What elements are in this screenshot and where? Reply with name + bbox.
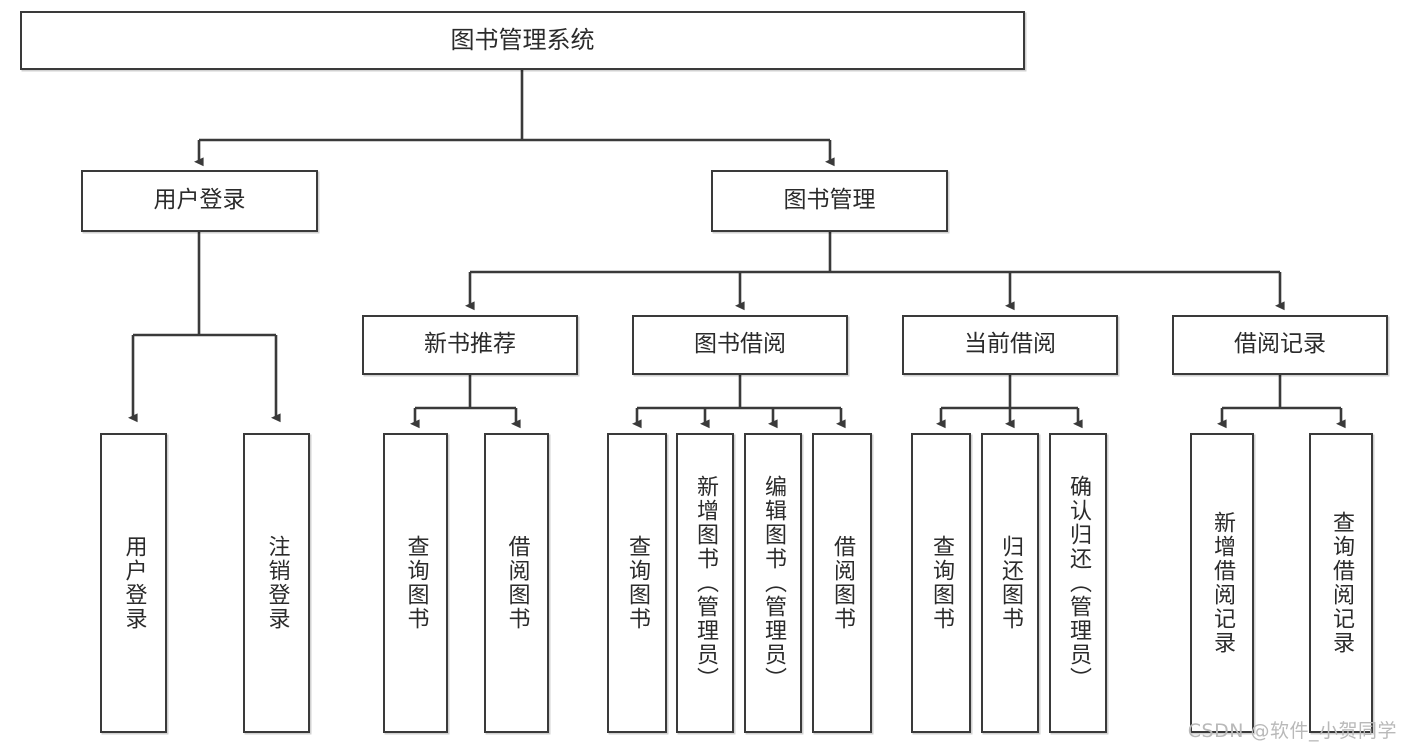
node-new-book-rec-label: 新书推荐	[424, 331, 516, 358]
node-leaf-return-book[interactable]: 归还图书	[981, 433, 1039, 733]
node-current-borrow-label: 当前借阅	[964, 331, 1056, 358]
node-leaf-query-book-2[interactable]: 查询图书	[607, 433, 667, 733]
node-leaf-query-record[interactable]: 查询借阅记录	[1309, 433, 1373, 733]
node-leaf-add-record[interactable]: 新增借阅记录	[1190, 433, 1254, 733]
node-leaf-query-book-1-label: 查询图书	[403, 535, 429, 631]
node-leaf-add-record-label: 新增借阅记录	[1210, 511, 1235, 655]
node-leaf-confirm-return-label: 确认归还（管理员）	[1066, 475, 1091, 691]
node-book-borrow-label: 图书借阅	[694, 331, 786, 358]
node-leaf-query-book-3[interactable]: 查询图书	[911, 433, 971, 733]
node-leaf-borrow-book-1-label: 借阅图书	[504, 535, 530, 631]
node-leaf-user-login[interactable]: 用户登录	[100, 433, 167, 733]
node-leaf-add-book[interactable]: 新增图书（管理员）	[676, 433, 734, 733]
node-leaf-add-book-label: 新增图书（管理员）	[693, 475, 718, 691]
node-leaf-confirm-return[interactable]: 确认归还（管理员）	[1049, 433, 1107, 733]
node-leaf-query-book-1[interactable]: 查询图书	[383, 433, 448, 733]
node-leaf-user-logout-label: 注销登录	[264, 535, 290, 631]
csdn-watermark: CSDN @软件_小贺同学	[1187, 720, 1397, 742]
node-leaf-return-book-label: 归还图书	[998, 535, 1023, 631]
node-user-login-label: 用户登录	[153, 187, 246, 214]
node-leaf-query-book-2-label: 查询图书	[625, 535, 650, 631]
node-leaf-user-login-label: 用户登录	[121, 535, 147, 631]
node-leaf-query-record-label: 查询借阅记录	[1329, 511, 1354, 655]
node-borrow-record[interactable]: 借阅记录	[1172, 315, 1388, 375]
node-leaf-borrow-book-1[interactable]: 借阅图书	[484, 433, 549, 733]
node-current-borrow[interactable]: 当前借阅	[902, 315, 1118, 375]
node-book-manage-label: 图书管理	[783, 187, 876, 214]
node-book-manage[interactable]: 图书管理	[711, 170, 948, 232]
node-new-book-rec[interactable]: 新书推荐	[362, 315, 578, 375]
node-book-borrow[interactable]: 图书借阅	[632, 315, 848, 375]
node-leaf-borrow-book-2[interactable]: 借阅图书	[812, 433, 872, 733]
node-user-login[interactable]: 用户登录	[81, 170, 318, 232]
node-root[interactable]: 图书管理系统	[20, 11, 1025, 70]
node-leaf-edit-book-label: 编辑图书（管理员）	[761, 475, 786, 691]
node-leaf-user-logout[interactable]: 注销登录	[243, 433, 310, 733]
node-leaf-query-book-3-label: 查询图书	[929, 535, 954, 631]
node-root-label: 图书管理系统	[450, 26, 595, 55]
node-borrow-record-label: 借阅记录	[1234, 331, 1326, 358]
node-leaf-edit-book[interactable]: 编辑图书（管理员）	[744, 433, 802, 733]
node-leaf-borrow-book-2-label: 借阅图书	[830, 535, 855, 631]
